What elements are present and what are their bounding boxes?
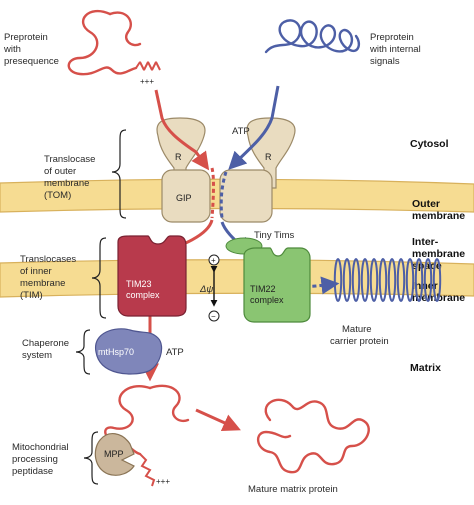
tom-complex: [156, 117, 296, 223]
tim-bracket: [91, 237, 107, 319]
mature-matrix-label: Mature matrix protein: [248, 484, 338, 495]
atp-matrix-label: ATP: [166, 347, 184, 358]
tom-bracket: [111, 129, 127, 219]
internal-label-1: Preprotein: [370, 32, 414, 43]
carrier-helix: [414, 258, 424, 302]
outer-membrane-label-1: Outer: [412, 198, 440, 210]
carrier-helix: [378, 258, 388, 302]
preprotein-internal-signals-coil: [264, 19, 361, 54]
gip-right-half: [219, 169, 273, 223]
carrier-helix: [351, 258, 361, 302]
carrier-label-1: Mature: [342, 324, 372, 335]
tim23-label-1: TIM23: [126, 279, 152, 289]
presequence-label-1: Preprotein: [4, 32, 48, 43]
minus-sign: −: [211, 312, 216, 321]
carrier-helix: [333, 258, 343, 302]
tim-label-2: of inner: [20, 266, 52, 277]
cytosol-label: Cytosol: [410, 138, 449, 150]
maturation-arrow: [195, 408, 241, 432]
internal-label-3: signals: [370, 56, 400, 67]
tiny-tims-label: Tiny Tims: [254, 230, 295, 241]
chaperone-label-2: system: [22, 350, 52, 361]
chaperone-bracket: [75, 329, 91, 375]
carrier-helix: [360, 258, 370, 302]
carrier-helix: [423, 258, 433, 302]
tim22-label-1: TIM22: [250, 284, 276, 294]
tim23-label-2: complex: [126, 290, 160, 300]
internal-label-2: with internal: [369, 44, 421, 55]
carrier-helix: [387, 258, 397, 302]
tom-label-4: (TOM): [44, 190, 71, 201]
membrane-potential: [208, 254, 220, 322]
carrier-helix: [342, 258, 352, 302]
tom-label-3: membrane: [44, 178, 89, 189]
carrier-helix: [405, 258, 415, 302]
mthsp70-label: mtHsp70: [98, 347, 134, 357]
carrier-helix: [396, 258, 406, 302]
mpp-label-1: Mitochondrial: [12, 442, 69, 453]
receptor-right-label: R: [265, 152, 272, 162]
tim23-complex: [117, 235, 187, 317]
gip-left-half: [161, 169, 211, 223]
tim22-complex: [243, 247, 311, 323]
carrier-label-2: carrier protein: [330, 336, 389, 347]
preprotein-presequence-coil: [65, 8, 161, 78]
atp-top-label: ATP: [232, 126, 250, 137]
presequence-label-3: presequence: [4, 56, 59, 67]
intermembrane-label-1: Inter-: [412, 236, 439, 248]
cleaved-charges: +++: [156, 477, 170, 486]
mature-matrix-protein: [257, 398, 370, 474]
carrier-helix: [369, 258, 379, 302]
mthsp70-chaperone: [95, 328, 163, 375]
gip-label: GIP: [176, 193, 192, 203]
carrier-helix: [432, 258, 442, 302]
cleaved-presequence: [139, 453, 156, 487]
positive-charges: +++: [140, 77, 154, 86]
mpp-enzyme: [94, 433, 135, 476]
receptor-left-label: R: [175, 152, 182, 162]
receptor-left: [156, 117, 206, 189]
intermembrane-label-2: membrane: [412, 248, 465, 260]
mpp-label-2: processing: [12, 454, 58, 465]
tom-label-2: of outer: [44, 166, 76, 177]
mpp-label-3: peptidase: [12, 466, 53, 477]
plus-sign: +: [211, 256, 216, 265]
delta-psi-label: Δψ: [199, 284, 213, 295]
tim-label-1: Translocases: [20, 254, 76, 265]
chaperone-label-1: Chaperone: [22, 338, 69, 349]
mpp-bracket: [83, 431, 99, 485]
tim22-label-2: complex: [250, 295, 284, 305]
mpp-label: MPP: [104, 449, 124, 459]
outer-membrane-label-2: membrane: [412, 210, 465, 222]
receptor-right: [246, 117, 296, 189]
tim-label-4: (TIM): [20, 290, 43, 301]
presequence-label-2: with: [3, 44, 21, 55]
matrix-label: Matrix: [410, 362, 441, 374]
tom-label-1: Translocase: [44, 154, 95, 165]
tim-label-3: membrane: [20, 278, 65, 289]
mature-carrier-protein: [333, 258, 442, 302]
